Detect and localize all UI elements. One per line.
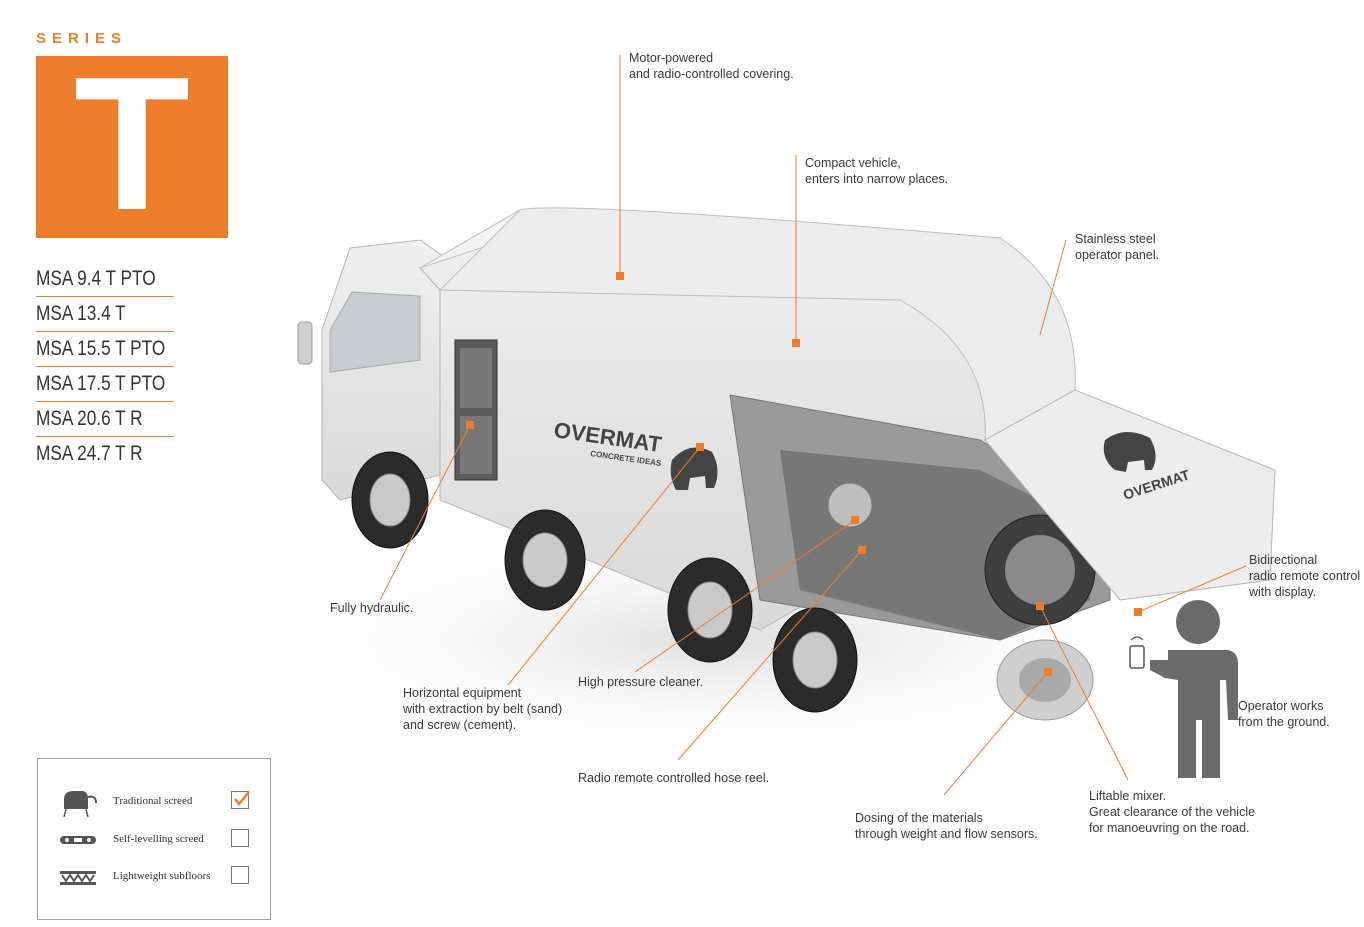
callout-compact: Compact vehicle, enters into narrow plac… [805,156,949,186]
legend-checkbox-unchecked [231,829,249,847]
callout-hydraulic: Fully hydraulic. [330,601,414,615]
remote-control-icon [1129,636,1145,669]
model-item: MSA 17.5 T PTO [36,367,174,402]
legend-checkbox-checked [231,791,250,809]
callout-mixer: Liftable mixer. Great clearance of the v… [1089,789,1256,835]
mammoth-icon [670,447,718,490]
model-item: MSA 13.4 T [36,297,174,332]
series-label: SERIES [36,30,128,47]
legend-label: Lightweight subfloors [113,870,211,882]
callout-cleaner: High pressure cleaner. [578,675,704,689]
callout-hose: Radio remote controlled hose reel. [578,771,770,785]
callout-panel: Stainless steel operator panel. [1075,232,1160,262]
legend-label: Self-levelling screed [113,833,204,845]
model-list: MSA 9.4 T PTO MSA 13.4 T MSA 15.5 T PTO … [36,262,174,471]
check-icon [234,791,250,806]
lightweight-subfloors-icon [60,871,96,885]
model-item: MSA 15.5 T PTO [36,332,174,367]
self-levelling-screed-icon [60,836,96,844]
series-badge: T [36,49,228,239]
operator-figure [1150,600,1238,778]
callout-dosing: Dosing of the materials through weight a… [855,811,1038,841]
legend-checkbox-unchecked [231,866,249,884]
callout-horizontal: Horizontal equipment with extraction by … [403,686,563,732]
model-item: MSA 20.6 T R [36,402,174,437]
application-legend: Traditional screed Self-levelling screed… [37,758,271,920]
series-letter: T [73,38,191,250]
legend-row-self-levelling: Self-levelling screed [38,825,270,855]
rear-mammoth-icon [1103,431,1156,472]
callout-covering: Motor-powered and radio-controlled cover… [629,51,794,81]
callout-remote: Bidirectional radio remote control with … [1249,553,1361,599]
model-item: MSA 24.7 T R [36,442,143,465]
legend-row-lightweight: Lightweight subfloors [38,862,270,892]
model-item: MSA 9.4 T PTO [36,262,174,297]
callout-operator: Operator works from the ground. [1238,699,1330,729]
legend-row-traditional: Traditional screed [38,787,270,817]
traditional-screed-icon [63,791,97,817]
legend-label: Traditional screed [113,795,193,807]
